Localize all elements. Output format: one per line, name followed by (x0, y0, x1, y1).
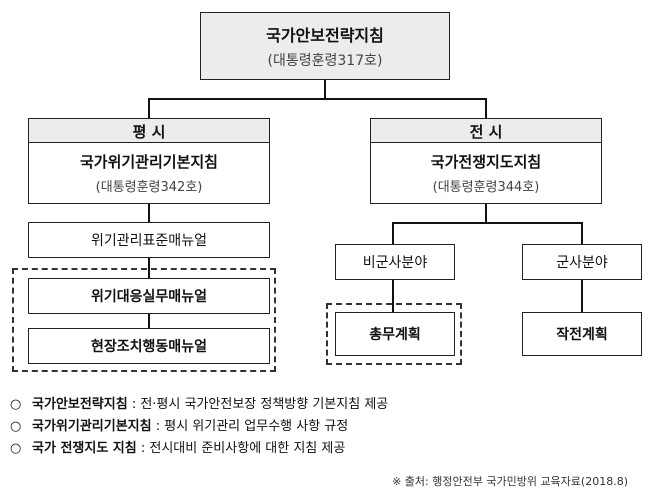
connector-top-horizontal (148, 98, 486, 100)
connector-right-horizontal (392, 222, 582, 224)
connector-to-wartime (485, 98, 487, 118)
wartime-label: 전 시 (469, 122, 503, 141)
general-plan-group (326, 303, 462, 365)
note-term: 국가위기관리기본지침 (32, 419, 152, 434)
field-action-manual-box: 현장조치행동매뉴얼 (28, 328, 270, 364)
connector-military-down (581, 280, 583, 312)
nonmilitary-box: 비군사분야 (335, 244, 455, 280)
war-guidance-guideline-box: 국가전쟁지도지침 (대통령훈령344호) (370, 142, 602, 204)
connector-to-military (581, 222, 583, 244)
response-manual-label: 위기대응실무매뉴얼 (91, 289, 207, 305)
nonmilitary-label: 비군사분야 (362, 255, 428, 271)
bullet-circle-icon: ○ (10, 419, 22, 434)
bullet-circle-icon: ○ (10, 441, 22, 456)
field-action-manual-label: 현장조치행동매뉴얼 (91, 339, 207, 355)
operation-plan-label: 작전계획 (556, 327, 608, 343)
connector-top-down (324, 80, 326, 100)
connector-nonmilitary-down (392, 280, 394, 312)
connector-to-nonmilitary (392, 222, 394, 244)
note-description: : 전·평시 국가안전보장 정책방향 기본지침 제공 (127, 397, 389, 412)
general-plan-box: 총무계획 (335, 312, 455, 356)
crisis-management-guideline-box: 국가위기관리기본지침 (대통령훈령342호) (28, 142, 270, 204)
note-item: ○ 국가안보전략지침 : 전·평시 국가안전보장 정책방향 기본지침 제공 (10, 393, 388, 412)
top-subtitle: (대통령훈령317호) (267, 53, 383, 69)
standard-manual-box: 위기관리표준매뉴얼 (28, 222, 270, 258)
note-term: 국가안보전략지침 (32, 397, 128, 412)
note-item: ○ 국가위기관리기본지침 : 평시 위기관리 업무수행 사항 규정 (10, 415, 348, 434)
operation-plan-box: 작전계획 (522, 312, 642, 356)
connector-to-peacetime (148, 98, 150, 118)
practical-manuals-group (12, 268, 276, 372)
source-note: ※ 출처: 행정안전부 국가민방위 교육자료(2018.8) (392, 475, 628, 488)
war-guideline-title: 국가전쟁지도지침 (430, 153, 542, 171)
peacetime-header: 평 시 (28, 118, 270, 144)
note-description: : 전시대비 준비사항에 대한 지침 제공 (136, 441, 346, 456)
wartime-header: 전 시 (370, 118, 602, 144)
peacetime-label: 평 시 (132, 122, 166, 141)
general-plan-label: 총무계획 (369, 327, 421, 343)
response-manual-box: 위기대응실무매뉴얼 (28, 278, 270, 314)
note-term: 국가 전쟁지도 지침 (32, 441, 137, 456)
military-box: 군사분야 (522, 244, 642, 280)
note-description: : 평시 위기관리 업무수행 사항 규정 (151, 419, 349, 434)
national-security-strategy-box: 국가안보전략지침 (대통령훈령317호) (200, 12, 450, 80)
war-guideline-subtitle: (대통령훈령344호) (432, 180, 540, 195)
note-item: ○ 국가 전쟁지도 지침 : 전시대비 준비사항에 대한 지침 제공 (10, 437, 345, 456)
military-label: 군사분야 (556, 255, 608, 271)
crisis-guideline-subtitle: (대통령훈령342호) (95, 180, 203, 195)
standard-manual-label: 위기관리표준매뉴얼 (91, 233, 207, 249)
top-title: 국가안보전략지침 (266, 26, 384, 45)
connector-right-trunk (485, 204, 487, 224)
crisis-guideline-title: 국가위기관리기본지침 (79, 153, 218, 171)
bullet-circle-icon: ○ (10, 397, 22, 412)
